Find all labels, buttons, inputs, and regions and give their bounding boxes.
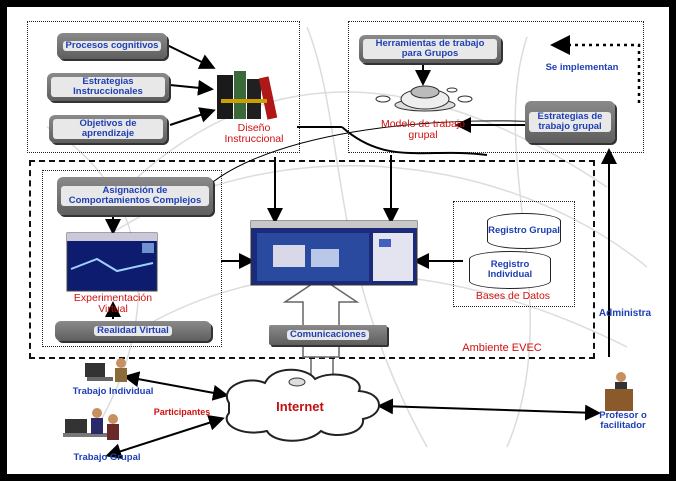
implement-label: Se implementan [545, 62, 619, 73]
databases-label: Bases de Datos [475, 290, 551, 302]
complex-behavior-box: Asignación de Comportamientos Complejos [57, 177, 213, 215]
individual-work-icon [85, 358, 127, 382]
teacher-icon [605, 372, 633, 411]
diagram-canvas: Procesos cognitivos Estrategias Instrucc… [7, 7, 669, 474]
individual-work-label: Trabajo Individual [72, 386, 154, 397]
database-region [453, 201, 575, 307]
instructional-design-label: Diseño Instruccional [224, 122, 284, 145]
group-tools-box: Herramientas de trabajo para Grupos [359, 35, 501, 63]
monitor-icon-small [288, 377, 306, 387]
group-work-region [348, 21, 644, 153]
teacher-label: Profesor o facilitador [599, 410, 647, 431]
cognitive-processes-box: Procesos cognitivos [57, 33, 167, 59]
main-environment-screenshot [250, 220, 418, 286]
group-work-label: Trabajo Grupal [73, 452, 141, 463]
group-model-icon [375, 85, 473, 112]
evec-label: Ambiente EVEC [462, 342, 542, 354]
books-icon [217, 71, 278, 120]
group-work-icon [63, 408, 119, 440]
connectors [63, 35, 641, 459]
internet-label: Internet [276, 399, 324, 414]
group-strategies-box: Estrategias de trabajo grupal [525, 101, 615, 143]
virtual-experiment-label: Experimentación Virtual [73, 292, 153, 315]
administra-label: Administra [598, 308, 652, 319]
evec-region [29, 160, 595, 359]
communications-box: Comunicaciones [269, 325, 387, 345]
evec-inner-region [42, 170, 222, 347]
experiment-screenshot [66, 232, 158, 292]
virtual-reality-box: Realidad Virtual [55, 321, 211, 341]
design-region [27, 21, 300, 153]
learning-objectives-box: Objetivos de aprendizaje [49, 115, 167, 143]
group-model-label: Modelo de trabajo grupal [380, 118, 466, 141]
participants-label: Participantes [153, 407, 211, 417]
instructional-strategies-box: Estrategias Instruccionales [47, 73, 169, 101]
